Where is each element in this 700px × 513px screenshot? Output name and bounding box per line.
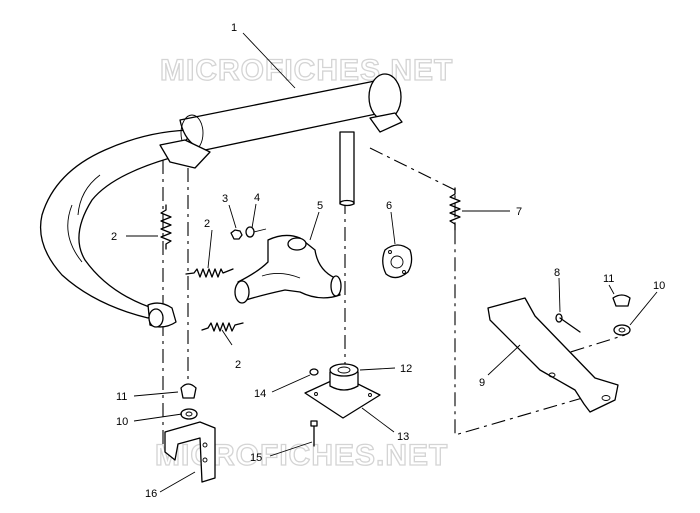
washer-left: [180, 408, 198, 420]
callout-10-right: 10: [653, 280, 665, 292]
gasket: [382, 244, 413, 279]
spring-bottom: [201, 322, 244, 332]
bracket-right: [487, 297, 619, 413]
grommet-right: [612, 294, 631, 307]
cotter-pin: [555, 313, 581, 333]
washer-right: [613, 324, 631, 336]
callout-13: 13: [397, 431, 409, 443]
callout-7: 7: [516, 206, 522, 218]
bracket-left: [164, 421, 216, 483]
callout-labels: 1 2 2 2 3 4 5 6 7 8 9 10 10 11 11 12 13 …: [111, 22, 665, 500]
callout-3: 3: [222, 193, 228, 205]
callout-6: 6: [386, 200, 392, 212]
screw: [310, 420, 318, 447]
callout-8: 8: [554, 267, 560, 279]
callout-2-bottom: 2: [235, 359, 241, 371]
washer-small: [245, 226, 267, 238]
isolator-mount: [329, 363, 359, 391]
callout-2-left: 2: [111, 231, 117, 243]
callout-5: 5: [317, 200, 323, 212]
washer-mount: [309, 368, 319, 376]
muffler: [39, 73, 403, 328]
grommet-left: [180, 383, 197, 399]
leader-lines: [126, 32, 658, 493]
callout-10-left: 10: [116, 416, 128, 428]
callout-4: 4: [254, 192, 260, 204]
spring-right: [449, 187, 461, 231]
callout-11-right: 11: [603, 273, 614, 285]
alignment-lines: [162, 147, 626, 445]
callout-14: 14: [254, 388, 266, 400]
callout-2-center: 2: [204, 218, 210, 230]
callout-9: 9: [479, 377, 485, 389]
tailpipe: [339, 131, 355, 207]
spring-left: [160, 204, 172, 250]
callout-11-left: 11: [116, 391, 127, 403]
callout-15: 15: [250, 452, 262, 464]
watermark-top: MICROFICHES.NET: [160, 54, 453, 87]
callout-1: 1: [231, 22, 237, 34]
exhaust-manifold: [234, 234, 342, 304]
callout-12: 12: [400, 363, 412, 375]
callout-16: 16: [145, 488, 157, 500]
watermark-bottom: MICROFICHES.NET: [155, 439, 448, 472]
spring-center: [185, 268, 234, 278]
nut: [230, 229, 243, 240]
